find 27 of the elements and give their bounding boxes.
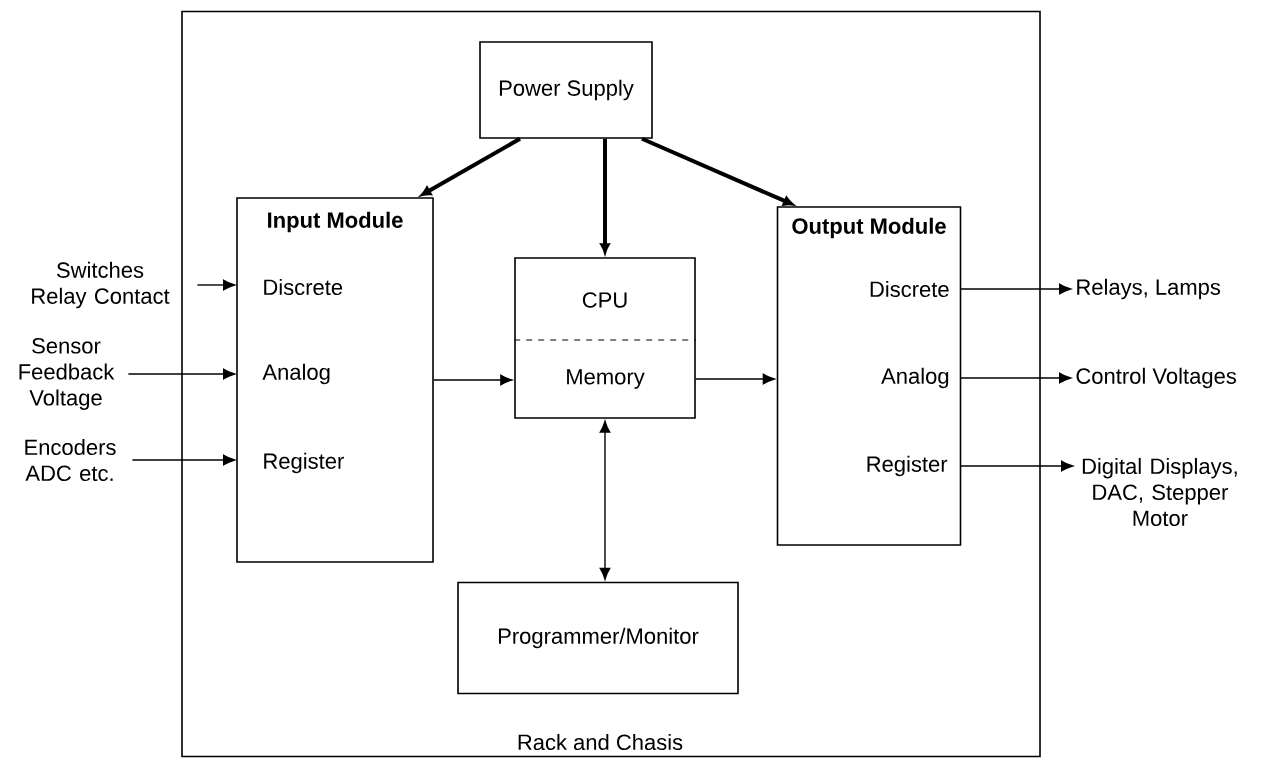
signal-label: Switches Relay Contact <box>32 261 170 309</box>
channel-label: Analog <box>881 367 949 389</box>
arrow <box>695 373 775 385</box>
signal-label: Control Voltages <box>1076 367 1236 389</box>
arrow <box>959 283 1072 295</box>
arrow <box>433 374 513 386</box>
programmer-box: Programmer/Monitor <box>457 581 739 695</box>
signal-label: Digital Displays, DAC, Stepper Motor <box>1082 457 1237 527</box>
arrow <box>196 279 236 291</box>
arrow <box>420 137 521 197</box>
power-supply-box: Power Supply <box>479 41 653 139</box>
arrow <box>641 136 794 206</box>
arrow <box>600 138 610 254</box>
channel-label: Discrete <box>264 278 343 296</box>
arrow <box>127 368 236 380</box>
channel-label: Analog <box>262 363 330 385</box>
signal-label: Sensor Feedback Voltage <box>19 338 115 410</box>
arrow <box>959 372 1072 384</box>
signal-label: Relays, Lamps <box>1077 278 1221 300</box>
arrow <box>599 420 611 580</box>
channel-label: Discrete <box>870 280 949 298</box>
signal-label: Encoders ADC etc. <box>25 438 116 482</box>
channel-label: Register <box>867 455 948 477</box>
channel-label: Register <box>264 452 344 474</box>
arrow <box>959 460 1074 472</box>
cpu-box: CPU Memory <box>513 257 697 419</box>
arrow <box>131 454 236 466</box>
